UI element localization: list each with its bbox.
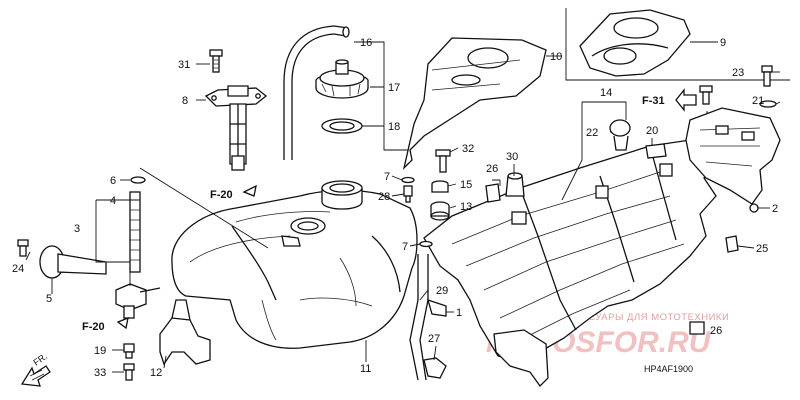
callout-17: 17	[388, 82, 400, 94]
front-arrow-icon	[20, 365, 51, 387]
callout-20: 20	[646, 125, 658, 137]
callout-3: 3	[74, 223, 80, 235]
bolt-19	[123, 343, 135, 359]
callout-23: 23	[732, 67, 744, 79]
screw-24	[17, 239, 29, 257]
callout-10: 10	[550, 51, 562, 63]
callout-27: 27	[428, 333, 440, 345]
petcock-lever	[39, 245, 107, 279]
callout-31: 31	[178, 59, 190, 71]
clip-7a	[401, 176, 415, 184]
bolt-33	[123, 363, 135, 381]
ref-f20-bottom: F-20	[82, 321, 105, 333]
callout-19: 19	[94, 345, 106, 357]
callout-22: 22	[586, 127, 598, 139]
ref-front: FR.	[31, 351, 49, 368]
grommet-13	[430, 201, 450, 221]
callout-8: 8	[182, 95, 188, 107]
callout-26a: 26	[486, 163, 498, 175]
bracket-assembly	[685, 107, 781, 205]
fuel-cap-gasket	[321, 118, 363, 134]
callout-7a: 7	[384, 171, 390, 183]
fuel-tank	[171, 180, 418, 349]
callout-2: 2	[772, 203, 778, 215]
callout-18: 18	[388, 121, 400, 133]
callout-13: 13	[460, 201, 472, 213]
callout-7b: 7	[402, 241, 408, 253]
callout-4: 4	[110, 195, 116, 207]
clip-1	[427, 298, 447, 317]
watermark-text: ЗАПЧАСТИ И АКСЕССУАРЫ ДЛЯ МОТОТЕХНИКИ	[486, 312, 729, 323]
inset-border	[565, 8, 790, 81]
grommet-30	[505, 172, 525, 197]
callout-29: 29	[436, 285, 448, 297]
callout-28: 28	[378, 191, 390, 203]
callout-32: 32	[462, 143, 474, 155]
clip-2	[749, 203, 759, 213]
collar-15	[431, 180, 449, 193]
callout-11: 11	[360, 363, 371, 375]
clip-26a	[485, 183, 501, 203]
callout-16: 16	[360, 37, 372, 49]
clip-25	[725, 235, 739, 253]
fuel-strainer	[129, 191, 141, 273]
fuel-petcock	[115, 283, 161, 319]
tube-29	[409, 254, 429, 381]
side-cover	[402, 37, 547, 171]
bolt-32	[435, 149, 451, 173]
hose-end	[342, 26, 350, 38]
callout-6: 6	[110, 175, 116, 187]
callout-24: 24	[12, 263, 24, 275]
cover-9	[579, 9, 691, 77]
callout-9: 9	[720, 37, 726, 49]
clip-7b	[419, 240, 433, 248]
fuel-pump	[204, 85, 268, 171]
f31-arrow-icon	[675, 88, 697, 112]
callout-30: 30	[506, 151, 518, 163]
callout-1: 1	[456, 307, 462, 319]
callout-33: 33	[94, 367, 106, 379]
f20-top-arrow-icon	[242, 184, 257, 197]
callout-15: 15	[460, 179, 472, 191]
callout-21: 21	[752, 95, 764, 107]
diagram-code: HP4AF1900	[644, 364, 693, 374]
bolt-31	[209, 49, 223, 73]
pad-20	[645, 143, 667, 159]
ref-f20-top: F-20	[210, 189, 233, 201]
ref-f31: F-31	[642, 95, 665, 107]
o-ring-6	[130, 176, 146, 184]
clamp-12	[159, 299, 211, 366]
bolt-f31	[699, 85, 713, 105]
clip-27	[423, 357, 447, 379]
bolt-23	[761, 65, 773, 87]
callout-5: 5	[46, 293, 52, 305]
cap-22	[609, 119, 631, 151]
f20-bottom-arrow-icon	[116, 316, 129, 330]
callout-25: 25	[756, 243, 768, 255]
callout-26b: 26	[710, 325, 722, 337]
breather-hose	[283, 25, 349, 160]
fuel-cap	[315, 59, 369, 99]
callout-12: 12	[150, 367, 162, 379]
joint-28	[403, 185, 413, 203]
clip-26b	[689, 321, 705, 335]
callouts: 1 2 3 4 5 6 7 7 8 9 10 11 12 13 14 15 16…	[12, 37, 778, 379]
leader-lines	[25, 41, 781, 373]
callout-14: 14	[600, 87, 612, 99]
